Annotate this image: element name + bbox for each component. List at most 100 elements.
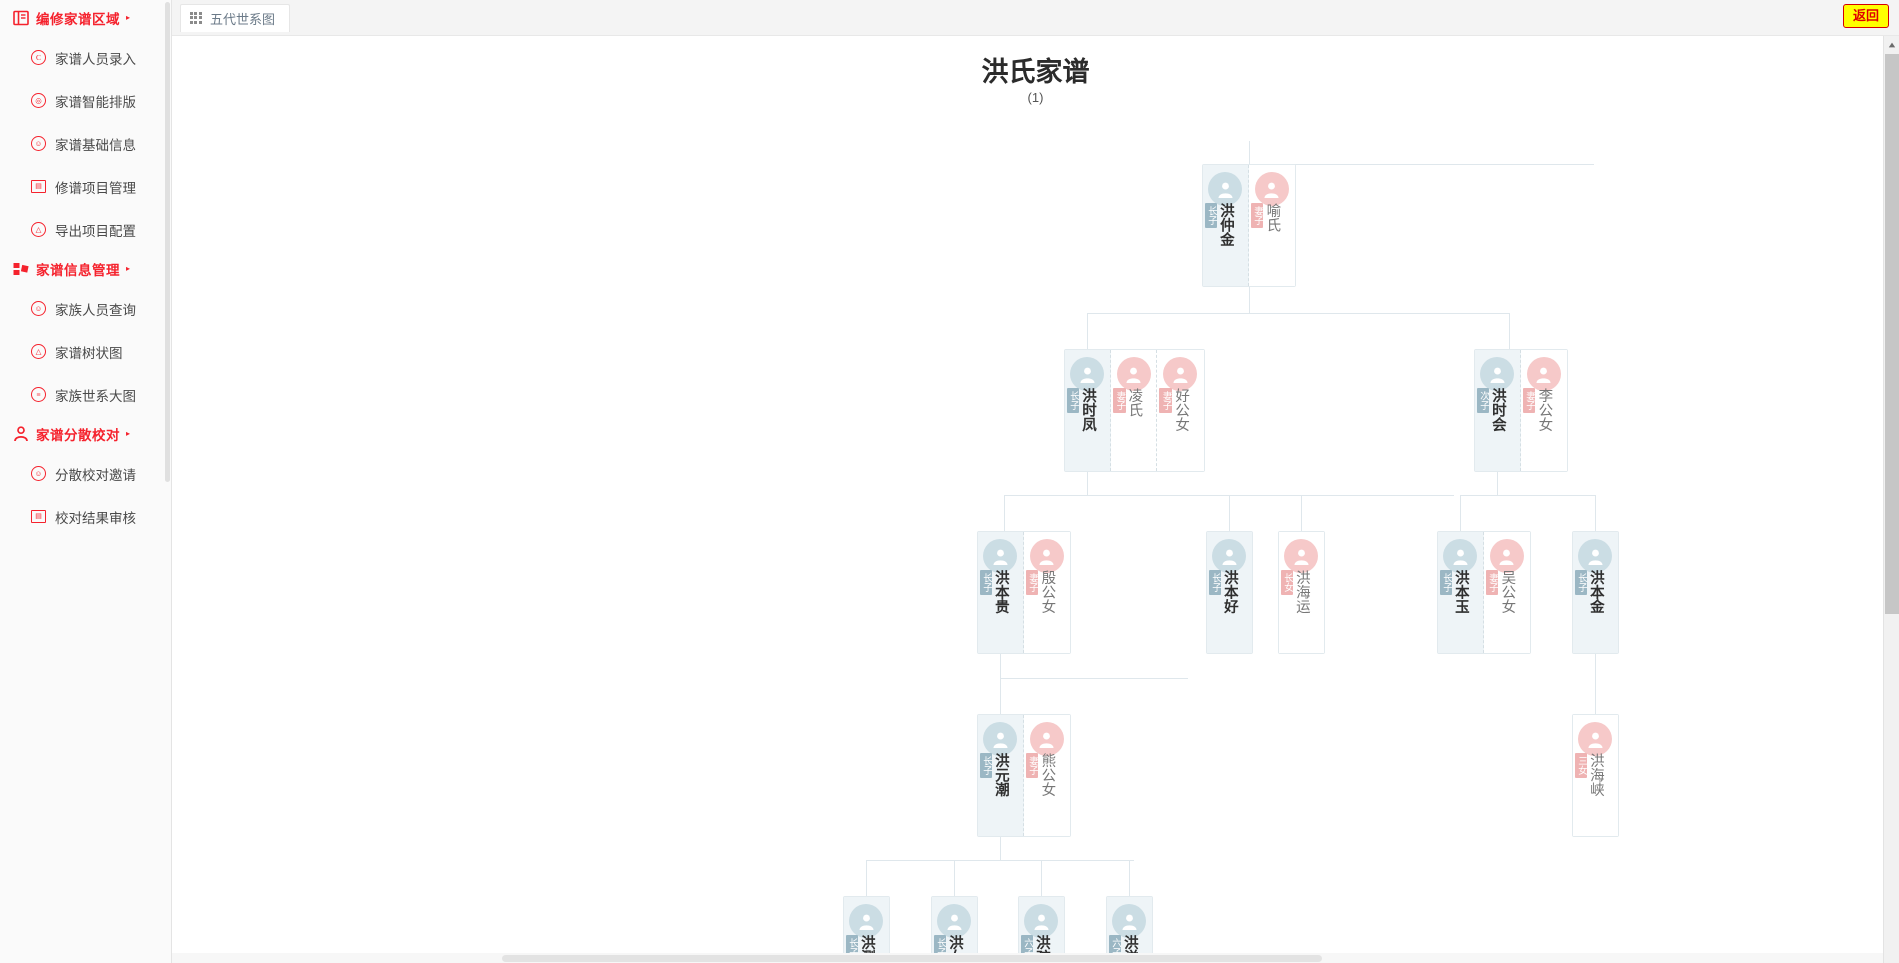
vertical-scrollbar[interactable]: [1883, 36, 1899, 963]
person-name: 洪时会: [1489, 388, 1506, 432]
person-cell[interactable]: 长子洪仲金: [1202, 165, 1249, 286]
connector-line: [1594, 495, 1596, 531]
family-card[interactable]: 长子洪本玉妻子吴公女: [1436, 531, 1531, 654]
user-circle-icon: ☺: [30, 465, 47, 482]
connector-line: [999, 837, 1001, 860]
family-card[interactable]: 长子洪元潮妻子熊公女: [976, 714, 1071, 837]
sidebar-item-label: 家族人员查询: [55, 302, 136, 318]
family-card[interactable]: 长子洪本贵妻子殷公女: [976, 531, 1071, 654]
person-cell[interactable]: 妻子喻氏: [1248, 165, 1295, 286]
sidebar-item-0-4[interactable]: △导出项目配置: [0, 208, 171, 251]
sidebar-item-label: 家族世系大图: [55, 388, 136, 404]
connector-line: [1248, 141, 1250, 164]
person-cell[interactable]: 妻子凌氏: [1110, 350, 1158, 471]
person-cell[interactable]: 妻子熊公女: [1023, 715, 1070, 836]
avatar-icon: [1070, 357, 1105, 391]
connector-line: [865, 860, 1134, 861]
sidebar-item-label: 分散校对邀请: [55, 467, 136, 483]
connector-line: [1086, 472, 1088, 495]
avatar-icon: [983, 722, 1017, 756]
connector-line: [953, 860, 955, 896]
person-cell[interactable]: 次子洪时会: [1474, 350, 1521, 471]
sidebar-item-1-0[interactable]: ☺ 家族人员查询: [0, 287, 171, 330]
relation-badge: 妻子: [1025, 753, 1039, 778]
connector-line: [1040, 860, 1042, 896]
chevron-right-icon: ▸: [126, 13, 131, 22]
sidebar-group-header-1[interactable]: 家谱信息管理▸: [0, 251, 171, 287]
user-circle-icon: ☺: [30, 300, 47, 317]
sidebar-group-1: 家谱信息管理▸ ☺ 家族人员查询 △家谱树状图≡家族世系大图: [0, 251, 171, 416]
connector-line: [1228, 495, 1230, 531]
vertical-scrollbar-thumb[interactable]: [1885, 54, 1899, 614]
person-cell[interactable]: 妻子吴公女: [1483, 532, 1530, 653]
person-name: 洪本贵: [992, 570, 1009, 614]
sidebar-item-0-1[interactable]: ◎家谱智能排版: [0, 79, 171, 122]
sidebar-scrollbar-thumb[interactable]: [165, 2, 170, 482]
sidebar-scrollbar[interactable]: [164, 0, 171, 963]
person-name: 洪本金: [1587, 570, 1604, 614]
back-button[interactable]: 返回: [1842, 4, 1889, 29]
connector-line: [999, 678, 1001, 714]
sidebar-item-1-2[interactable]: ≡家族世系大图: [0, 373, 171, 416]
person-cell[interactable]: 三女洪海峡: [1572, 715, 1618, 836]
person-cell[interactable]: 长子洪时凤: [1064, 350, 1111, 471]
sidebar-group-header-2[interactable]: 家谱分散校对▸: [0, 416, 171, 452]
family-card[interactable]: 长子洪本金: [1571, 531, 1619, 654]
relation-badge: 次子: [1476, 388, 1490, 413]
chevron-right-icon: ▸: [126, 429, 131, 438]
top-tab-bar: 五代世系图 返回: [172, 0, 1899, 36]
avatar-icon: [1029, 539, 1064, 573]
sidebar-item-0-3[interactable]: ▤修谱项目管理: [0, 165, 171, 208]
sidebar-group-label: 编修家谱区域: [36, 12, 120, 27]
person-cell[interactable]: 长子洪本好: [1206, 532, 1252, 653]
relation-badge: 长子: [979, 570, 993, 595]
person-name: 洪时凤: [1080, 388, 1096, 432]
person-cell[interactable]: 妻子李公女: [1520, 350, 1567, 471]
person-cell[interactable]: 长子洪元潮: [977, 715, 1024, 836]
connector-line: [1594, 654, 1596, 714]
person-cell[interactable]: 六子洪洋: [1106, 897, 1152, 963]
sidebar-item-2-1[interactable]: ▤校对结果审核: [0, 495, 171, 538]
family-card[interactable]: 次子洪时会妻子李公女: [1473, 349, 1568, 472]
relation-badge: 长子: [1574, 570, 1588, 595]
avatar-icon: [1284, 539, 1318, 573]
person-cell[interactable]: 长子洪本玉: [1437, 532, 1484, 653]
connector-line: [999, 678, 1188, 679]
avatar-icon: [849, 904, 883, 938]
sidebar-item-label: 家谱基础信息: [55, 137, 136, 153]
family-card[interactable]: 长子洪仲金妻子喻氏: [1201, 164, 1296, 287]
sidebar-item-0-2[interactable]: ☺家谱基础信息: [0, 122, 171, 165]
connector-line: [1086, 313, 1509, 314]
connector-line: [1496, 472, 1498, 495]
person-cell[interactable]: 长女洪海运: [1278, 532, 1324, 653]
relation-badge: 长子: [1204, 203, 1218, 228]
family-card[interactable]: 长子洪本好: [1205, 531, 1253, 654]
tab-five-generation-chart[interactable]: 五代世系图: [180, 3, 291, 32]
person-cell[interactable]: 妻子好公女: [1157, 350, 1204, 471]
sidebar-item-label: 校对结果审核: [55, 510, 136, 526]
person-cell[interactable]: 妻子殷公女: [1023, 532, 1070, 653]
tree-canvas: 洪氏家谱 (1) 长子洪仲金妻子喻氏长子洪时凤妻子凌氏妻子好公女次子洪时会妻子李…: [186, 36, 1886, 963]
id-card-icon: ▤: [30, 178, 47, 195]
family-card[interactable]: 六子洪洋: [1105, 896, 1153, 963]
connector-line: [1300, 495, 1302, 531]
avatar-icon: [1208, 172, 1242, 206]
family-card[interactable]: 三女洪海峡: [1571, 714, 1619, 837]
person-cell[interactable]: 长子洪本金: [1572, 532, 1618, 653]
scroll-up-arrow-icon[interactable]: [1884, 36, 1899, 53]
tree-canvas-viewport[interactable]: 洪氏家谱 (1) 长子洪仲金妻子喻氏长子洪时凤妻子凌氏妻子好公女次子洪时会妻子李…: [172, 36, 1899, 963]
relation-badge: 长子: [1208, 570, 1222, 595]
horizontal-scrollbar-thumb[interactable]: [502, 955, 1322, 962]
family-card[interactable]: 长女洪海运: [1277, 531, 1325, 654]
blocks-icon: [12, 261, 29, 278]
family-card[interactable]: 六子洪孩子: [1017, 896, 1065, 963]
person-cell[interactable]: 长子洪本贵: [977, 532, 1024, 653]
family-card[interactable]: 长子洪时凤妻子凌氏妻子好公女: [1063, 349, 1205, 472]
sidebar-item-1-1[interactable]: △家谱树状图: [0, 330, 171, 373]
sidebar-item-2-0[interactable]: ☺ 分散校对邀请: [0, 452, 171, 495]
sidebar-group-header-0[interactable]: 编修家谱区域 ▸: [0, 0, 171, 36]
horizontal-scrollbar[interactable]: [172, 953, 1883, 963]
avatar-icon: [1254, 172, 1289, 206]
